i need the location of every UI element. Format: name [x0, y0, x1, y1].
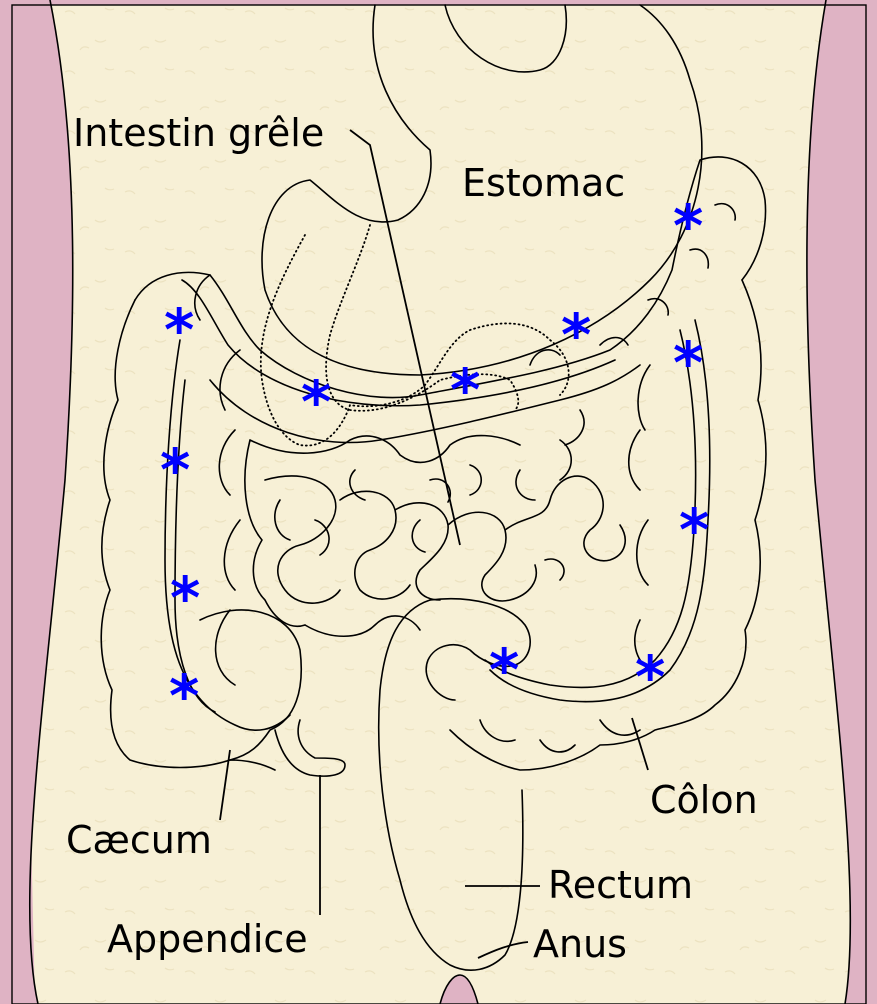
- marker-asterisk: *: [489, 636, 519, 704]
- marker-asterisk: *: [164, 296, 194, 364]
- label-appendix: Appendice: [107, 917, 308, 961]
- marker-asterisk: *: [450, 356, 480, 424]
- marker-asterisk: *: [561, 301, 591, 369]
- label-caecum: Cæcum: [66, 818, 212, 862]
- marker-asterisk: *: [301, 368, 331, 436]
- marker-asterisk: *: [160, 436, 190, 504]
- label-stomach: Estomac: [462, 161, 625, 205]
- marker-asterisk: *: [170, 564, 200, 632]
- marker-asterisk: *: [673, 192, 703, 260]
- label-anus: Anus: [533, 922, 627, 966]
- marker-asterisk: *: [679, 496, 709, 564]
- label-rectum: Rectum: [548, 863, 693, 907]
- marker-asterisk: *: [169, 662, 199, 730]
- marker-asterisk: *: [635, 643, 665, 711]
- marker-asterisk: *: [673, 329, 703, 397]
- label-small-intestine: Intestin grêle: [73, 111, 324, 155]
- label-colon: Côlon: [650, 778, 758, 822]
